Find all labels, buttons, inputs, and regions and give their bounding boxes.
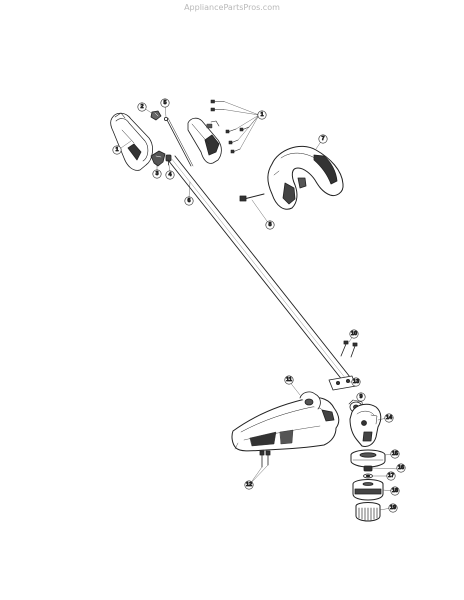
watermark-text: AppliancePartsPros.com <box>184 3 280 12</box>
callout-8: 8 <box>265 220 275 230</box>
part-spool-base[interactable] <box>355 502 381 522</box>
callout-14: 14 <box>384 413 394 423</box>
callout-1a: 1 <box>112 145 122 155</box>
part-handle-left-half[interactable] <box>110 112 153 171</box>
callout-4-label: 4 <box>168 172 172 178</box>
part-grass-guard[interactable] <box>231 391 340 452</box>
part-shaft[interactable] <box>167 155 351 382</box>
callout-12-label: 12 <box>246 482 252 488</box>
part-assist-handle[interactable] <box>267 145 344 210</box>
part-gear-head[interactable] <box>349 403 382 447</box>
callout-6: 6 <box>184 196 194 206</box>
callout-16-label: 16 <box>398 465 404 471</box>
callout-2-label: 2 <box>140 104 143 110</box>
callout-18: 18 <box>390 486 400 496</box>
part-handle-screws[interactable] <box>210 99 250 154</box>
part-assist-handle-bolt[interactable] <box>239 193 265 202</box>
callout-1b: 1 <box>257 110 267 120</box>
callout-1a-label: 1 <box>115 147 118 153</box>
callout-17-label: 17 <box>388 473 394 479</box>
part-guard-screws[interactable] <box>340 340 358 358</box>
callout-10: 10 <box>349 329 359 339</box>
callout-7-label: 7 <box>321 136 324 142</box>
part-trigger[interactable] <box>150 150 166 167</box>
callout-11: 11 <box>284 375 294 385</box>
callout-5: 5 <box>160 98 170 108</box>
callout-15-label: 15 <box>392 451 398 457</box>
callout-15: 15 <box>390 449 400 459</box>
callout-4: 4 <box>165 170 175 180</box>
callout-17: 17 <box>386 471 396 481</box>
callout-2: 2 <box>137 102 147 112</box>
callout-7: 7 <box>318 134 328 144</box>
part-guard-blade-screws[interactable] <box>259 450 271 468</box>
part-handle-right-half[interactable] <box>187 117 222 164</box>
callout-18-label: 18 <box>392 488 398 494</box>
callout-14-label: 14 <box>386 415 393 421</box>
callout-13-label: 13 <box>353 379 359 385</box>
part-throttle-cable[interactable] <box>163 117 194 167</box>
callout-10-label: 10 <box>351 331 357 337</box>
callout-16: 16 <box>396 463 406 473</box>
callout-11-label: 11 <box>286 377 292 383</box>
callout-12: 12 <box>244 480 254 490</box>
callout-9-label: 9 <box>359 394 362 400</box>
part-spool-cap[interactable] <box>350 449 386 468</box>
callout-1b-label: 1 <box>260 112 263 118</box>
callout-6-label: 6 <box>187 198 190 204</box>
part-nut[interactable] <box>363 465 373 472</box>
callout-3-label: 3 <box>155 171 158 177</box>
callout-19: 19 <box>388 503 398 513</box>
part-washer[interactable] <box>363 473 373 479</box>
callout-3: 3 <box>152 169 162 179</box>
part-spool[interactable] <box>352 479 384 501</box>
callout-8-label: 8 <box>268 222 271 228</box>
part-small-clip[interactable] <box>150 110 162 121</box>
callout-5-label: 5 <box>163 100 166 106</box>
callout-19-label: 19 <box>390 505 396 511</box>
callout-9: 9 <box>356 392 366 402</box>
callout-13: 13 <box>351 377 361 387</box>
